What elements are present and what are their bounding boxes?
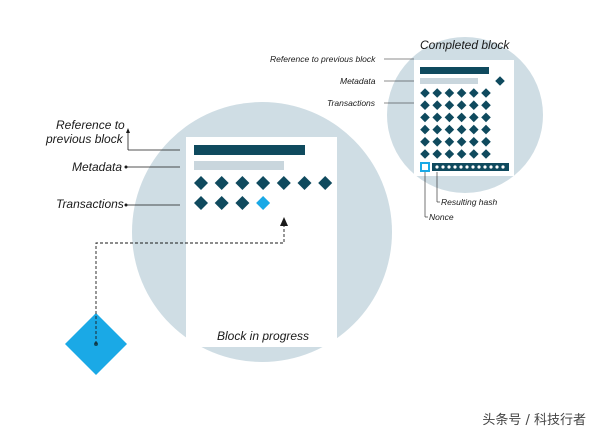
completed-transaction-diamond (444, 149, 455, 159)
nonce-box (420, 162, 430, 172)
completed-transaction-diamond (481, 100, 491, 110)
completed-transaction-diamond (456, 149, 467, 159)
completed-metadata-label: Metadata (340, 76, 376, 86)
completed-transaction-diamond (432, 137, 442, 147)
new-transaction-arrowhead (280, 217, 288, 226)
completed-transaction-diamond (444, 100, 455, 110)
completed-transaction-diamond (432, 112, 442, 123)
progress-reference-label-line2: previous block (46, 132, 123, 146)
completed-transaction-diamond (444, 137, 455, 147)
transactions-leader-dot (124, 203, 128, 207)
completed-transaction-diamond (481, 149, 491, 159)
transaction-diamond (276, 176, 291, 190)
completed-transaction-diamond (469, 149, 479, 159)
hash-dot (489, 165, 493, 169)
hash-dot (435, 165, 439, 169)
new-transaction-slot (256, 196, 271, 210)
transaction-diamond (297, 176, 312, 190)
progress-transactions-label: Transactions (56, 197, 124, 211)
hash-dot (483, 165, 487, 169)
completed-metadata-bar (420, 78, 478, 84)
completed-transaction-diamond (469, 137, 479, 147)
new-transaction-path (95, 226, 285, 344)
progress-metadata-bar (194, 161, 284, 170)
completed-transaction-diamond (456, 100, 467, 110)
completed-transaction-diamond (481, 137, 491, 147)
resulting-hash-label: Resulting hash (441, 197, 498, 207)
completed-transaction-diamond (481, 112, 491, 123)
watermark-text: 头条号 / 科技行者 (482, 413, 586, 428)
completed-transaction-diamond (432, 100, 442, 110)
transaction-diamond (194, 196, 208, 210)
completed-transaction-diamond (420, 112, 430, 123)
completed-transaction-diamond (456, 124, 467, 135)
progress-reference-bar (194, 145, 305, 155)
hash-dot (477, 165, 481, 169)
block-in-progress-caption: Block in progress (217, 329, 310, 343)
transaction-diamond (235, 176, 250, 190)
transaction-diamond (235, 196, 250, 210)
hash-dot (441, 165, 445, 169)
completed-transaction-diamond (420, 88, 430, 98)
hash-dot (447, 165, 451, 169)
progress-reference-label-line1: Reference to (56, 118, 125, 132)
completed-transaction-diamond (432, 88, 442, 98)
completed-transaction-diamond (432, 149, 442, 159)
completed-transactions-label: Transactions (327, 98, 376, 108)
hash-dot (453, 165, 457, 169)
progress-transactions (194, 176, 333, 210)
nonce-label: Nonce (429, 212, 454, 222)
transaction-diamond (194, 176, 208, 190)
hash-dot (465, 165, 469, 169)
metadata-leader-dot (124, 165, 128, 169)
completed-transaction-diamond (481, 88, 491, 98)
block-in-progress-card (186, 137, 337, 347)
completed-transaction-diamond (469, 124, 479, 135)
completed-transaction-diamond (469, 100, 479, 110)
completed-transaction-diamond (420, 100, 430, 110)
completed-reference-label: Reference to previous block (270, 54, 376, 64)
completed-transaction-diamond (444, 112, 455, 123)
completed-transaction-diamond (420, 124, 430, 135)
transaction-diamond (214, 196, 229, 210)
progress-reference-label: Reference to (56, 118, 125, 132)
completed-transaction-diamond (481, 124, 491, 135)
hash-dot (459, 165, 463, 169)
completed-transaction-diamond (469, 112, 479, 123)
completed-transactions (420, 76, 505, 159)
completed-transaction-diamond (456, 137, 467, 147)
completed-transaction-diamond (420, 137, 430, 147)
resulting-hash-bar (432, 163, 509, 171)
transaction-diamond (256, 176, 271, 190)
hash-dot (501, 165, 505, 169)
transaction-diamond (318, 176, 333, 190)
completed-transaction-diamond (444, 124, 455, 135)
completed-transaction-diamond (456, 112, 467, 123)
completed-transaction-diamond (495, 76, 505, 86)
progress-reference-label-2: previous block (46, 132, 123, 146)
resulting-hash-dots (435, 165, 505, 169)
completed-block-title: Completed block (420, 38, 510, 52)
transaction-diamond (214, 176, 229, 190)
completed-transaction-diamond (432, 124, 442, 135)
hash-dot (495, 165, 499, 169)
completed-reference-bar (420, 67, 489, 74)
completed-transaction-diamond (444, 88, 455, 98)
hash-dot (471, 165, 475, 169)
completed-transaction-diamond (469, 88, 479, 98)
completed-transaction-diamond (456, 88, 467, 98)
reference-leader-arrow (126, 128, 130, 133)
completed-transaction-diamond (420, 149, 430, 159)
progress-metadata-label: Metadata (72, 160, 123, 174)
